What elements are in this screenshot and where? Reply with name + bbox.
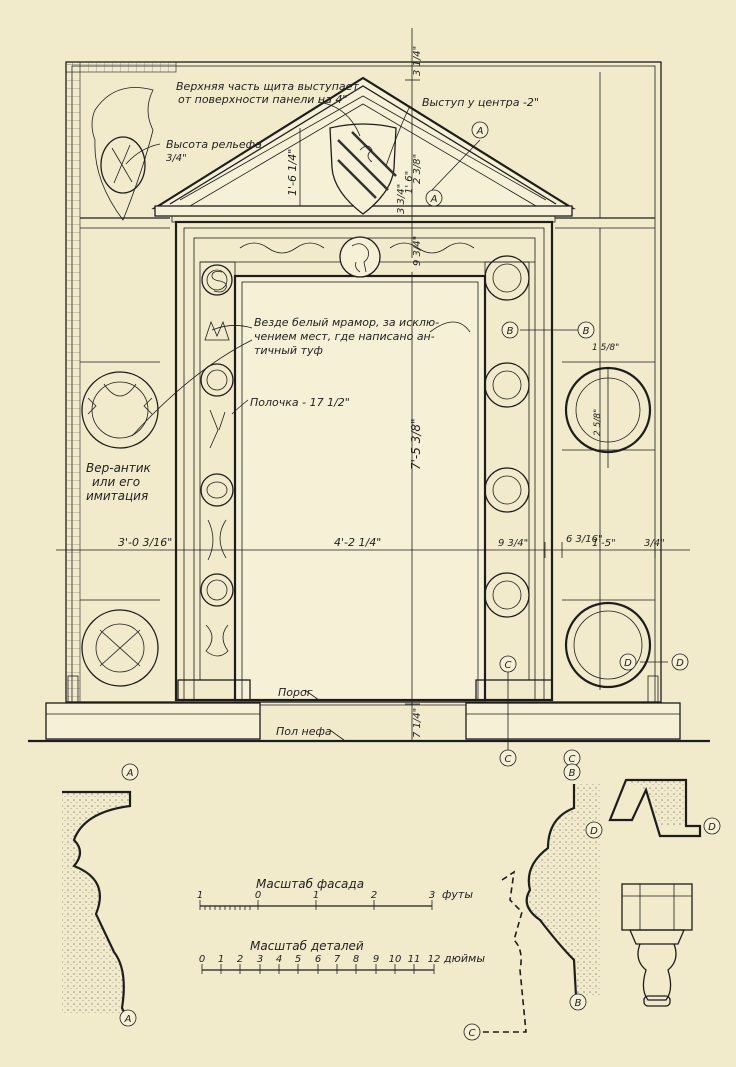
wall-panel	[65, 61, 662, 703]
crest-relief	[91, 87, 154, 221]
facade-tick-0: 1	[197, 890, 203, 901]
dim-opening-width: 4'-2 1/4"	[334, 536, 381, 549]
bases-and-floor	[28, 675, 710, 743]
detail-tick-9: 9	[373, 954, 379, 965]
marker-c-profile: C	[569, 754, 576, 765]
dim-left-width: 3'-0 3/16"	[118, 536, 172, 549]
note-verde-1: Вер-антик	[86, 461, 152, 475]
marker-d-profile-right: D	[708, 822, 716, 833]
right-jamb-roundels	[484, 255, 530, 618]
note-shield-projection-1: Верхняя часть щита выступает	[176, 80, 359, 93]
marker-b-profile-top: B	[569, 768, 576, 779]
facade-tick-2: 1	[313, 890, 319, 901]
marker-b-panel: B	[583, 326, 590, 337]
marker-a-profile-bottom: A	[124, 1014, 132, 1025]
dim-shield-h3: 2 3/8"	[412, 154, 423, 184]
detail-tick-1: 1	[218, 954, 224, 965]
keystone-medallion	[339, 236, 381, 278]
profile-section-a	[62, 790, 132, 1015]
note-verde-3: имитация	[86, 489, 148, 503]
detail-tick-2: 2	[237, 954, 243, 965]
note-nave-floor: Пол нефа	[276, 725, 332, 738]
dim-top-gap: 3 1/4"	[412, 46, 423, 76]
detail-scale-title: Масштаб деталей	[250, 939, 364, 953]
note-marble-2: чением мест, где написано ан-	[254, 330, 435, 343]
dim-step-height: 7 1/4"	[412, 708, 423, 738]
marker-a-top: A	[476, 126, 484, 137]
detail-tick-10: 10	[389, 954, 402, 965]
detail-tick-5: 5	[295, 954, 301, 965]
wreath-relief-upper	[81, 371, 159, 449]
marker-d-left: D	[624, 658, 632, 669]
marker-c-base: C	[505, 660, 512, 671]
profile-section-bd	[478, 778, 702, 1033]
pediment-shield	[329, 123, 397, 215]
dim-jamb-width: 9 3/4"	[498, 538, 528, 549]
dim-edge-gap: 3/4"	[644, 538, 665, 549]
note-shelf: Полочка - 17 1/2"	[250, 396, 350, 409]
facade-tick-3: 2	[371, 890, 377, 901]
note-marble-1: Везде белый мрамор, за исклю-	[254, 316, 439, 329]
note-relief-height: Высота рельефа	[166, 138, 262, 151]
leader-lines	[125, 101, 668, 755]
detail-tick-6: 6	[315, 954, 321, 965]
baluster-base-detail	[621, 883, 693, 1007]
facade-scale-title: Масштаб фасада	[256, 877, 364, 891]
right-panel-circles	[564, 366, 652, 689]
dim-panel-width: 1'-5"	[592, 538, 616, 549]
dimension-lines	[56, 28, 690, 740]
section-markers	[119, 121, 721, 1041]
detail-tick-8: 8	[353, 954, 359, 965]
door-frame	[174, 220, 554, 702]
marker-b-profile-bottom: B	[575, 998, 582, 1009]
note-relief-height-value: 3/4"	[166, 153, 187, 164]
detail-tick-12: 12	[428, 954, 441, 965]
note-threshold: Порог	[278, 686, 313, 699]
marker-a-profile-top: A	[126, 768, 134, 779]
dim-opening-height: 7'-5 3/8"	[409, 418, 423, 470]
detail-tick-11: 11	[408, 954, 421, 965]
facade-tick-1: 0	[255, 890, 261, 901]
dim-margin-gap: 6 3/16"	[566, 534, 603, 545]
note-shield-projection-2: от поверхности панели на 4"	[178, 93, 347, 106]
dim-ring-top: 1 5/8"	[592, 343, 619, 353]
wreath-relief-lower	[81, 609, 159, 687]
marker-b-jamb: B	[507, 326, 514, 337]
dim-shield-h2: 1' 6"	[404, 171, 415, 194]
detail-scale-unit: дюймы	[443, 952, 485, 965]
facade-scale-unit: футы	[442, 888, 473, 901]
detail-tick-4: 4	[276, 954, 282, 965]
note-verde-2: или его	[92, 475, 140, 489]
note-marble-3: тичный туф	[254, 344, 323, 357]
dim-frieze-height: 9 3/4"	[412, 236, 423, 266]
facade-tick-4: 3	[429, 890, 435, 901]
marker-c-floor: C	[505, 754, 512, 765]
marker-d-right: D	[676, 658, 684, 669]
marker-d-profile-left: D	[590, 826, 598, 837]
facade-scale-bar	[199, 900, 433, 910]
detail-tick-7: 7	[334, 954, 341, 965]
left-jamb-ornaments	[200, 264, 234, 657]
detail-tick-3: 3	[257, 954, 263, 965]
marker-a-pediment: A	[430, 194, 438, 205]
dim-ring-depth: 2 5/8"	[593, 409, 603, 436]
marker-c-profile-bottom: C	[469, 1028, 476, 1039]
note-center-projection: Выступ у центра -2"	[422, 96, 539, 109]
detail-tick-0: 0	[199, 954, 205, 965]
dim-pediment-height: 1'-6 1/4"	[286, 149, 299, 196]
dim-shield-h1: 3 3/4"	[396, 184, 407, 214]
detail-scale-bar	[201, 964, 435, 974]
